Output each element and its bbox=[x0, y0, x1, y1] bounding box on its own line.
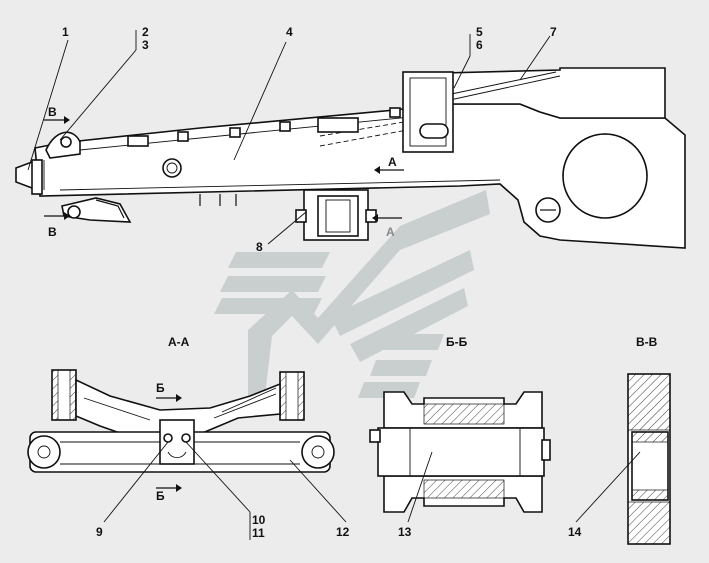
callouts: 1 2 3 4 5 6 7 8 9 10 11 12 13 14 bbox=[62, 25, 582, 540]
section-aa-view bbox=[27, 369, 335, 492]
callout-12: 12 bbox=[336, 525, 350, 539]
section-mark-b-top: Б bbox=[156, 381, 165, 395]
callout-11: 11 bbox=[252, 526, 265, 540]
leader-lines bbox=[27, 30, 641, 540]
callout-4: 4 bbox=[286, 25, 293, 39]
callout-2: 2 bbox=[142, 25, 149, 39]
section-vv-view bbox=[627, 373, 671, 545]
section-title-vv: В-В bbox=[636, 335, 658, 349]
callout-1: 1 bbox=[62, 25, 69, 39]
callout-3: 3 bbox=[142, 38, 149, 52]
callout-10: 10 bbox=[252, 513, 266, 527]
section-mark-v-bottom: В bbox=[48, 225, 57, 239]
section-titles: А-А Б-Б В-В bbox=[168, 335, 658, 349]
callout-8: 8 bbox=[256, 240, 263, 254]
section-mark-a-top: А bbox=[388, 155, 397, 169]
callout-14: 14 bbox=[568, 525, 582, 539]
main-side-view bbox=[15, 67, 686, 249]
section-mark-b-bottom: Б bbox=[156, 489, 165, 503]
section-marks: В В А А Б Б bbox=[48, 105, 397, 503]
callout-7: 7 bbox=[550, 25, 557, 39]
callout-5: 5 bbox=[476, 25, 483, 39]
callout-9: 9 bbox=[96, 525, 103, 539]
section-title-bb: Б-Б bbox=[446, 335, 468, 349]
callout-6: 6 bbox=[476, 38, 483, 52]
section-bb-view bbox=[369, 391, 551, 513]
section-mark-v-top: В bbox=[48, 105, 57, 119]
callout-13: 13 bbox=[398, 525, 412, 539]
section-mark-a-bottom: А bbox=[386, 225, 395, 239]
section-title-aa: А-А bbox=[168, 335, 190, 349]
